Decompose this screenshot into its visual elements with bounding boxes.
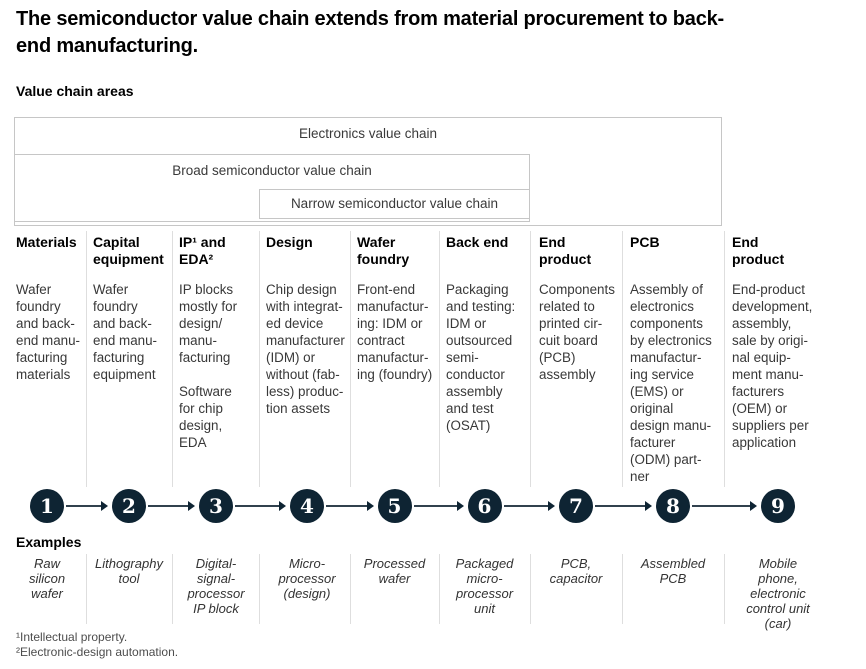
example-text-1: Raw silicon wafer [28,556,66,601]
arrow-head [750,501,757,511]
arrow-line [595,505,647,507]
arrow-right-icon [148,501,195,511]
column-divider [622,231,623,487]
column-description-4: Chip design with integrat- ed device man… [266,282,345,416]
example-divider [350,554,351,624]
page-title: The semiconductor value chain extends fr… [16,8,725,57]
column-header-4: Design [266,234,313,250]
column-divider [530,231,531,487]
column-divider [350,231,351,487]
column-description-8: Assembly of electronics components by el… [630,282,712,484]
arrow-right-icon [503,501,555,511]
step-circle-5: 5 [377,489,412,523]
example-divider [622,554,623,624]
arrow-right-icon [326,501,374,511]
example-text-5: Processed wafer [363,556,426,586]
column-header-2: Capital equipment [93,234,164,267]
broad-semiconductor-value-chain-box: Broad semiconductor value chain [14,154,530,222]
arrow-line [148,505,190,507]
example-text-8: Assembled PCB [640,556,706,586]
narrow-semiconductor-value-chain-label: Narrow semiconductor value chain [290,196,499,211]
step-circle-4: 4 [290,489,324,523]
footnote-intellectual-property: ¹Intellectual property. [16,630,128,644]
example-text-3: Digital- signal- processor IP block [187,556,245,616]
step-circle-3: 3 [199,489,233,523]
column-divider [439,231,440,487]
example-divider [172,554,173,624]
example-text-6: Packaged micro- processor unit [455,556,514,616]
arrow-head [366,501,374,511]
example-divider [724,554,725,624]
examples-label: Examples [16,534,82,550]
arrow-right-icon [235,501,286,511]
example-text-7: PCB, capacitor [549,556,603,586]
column-description-1: Wafer foundry and back- end manu- factur… [16,282,81,382]
column-header-3: IP¹ and EDA² [179,234,226,267]
arrow-line [503,505,550,507]
arrow-head [456,501,464,511]
step-number: 1 [40,494,54,518]
example-divider [530,554,531,624]
column-header-9: End product [732,234,785,267]
step-circle-6: 6 [467,489,502,523]
column-description-3: IP blocks mostly for design/ manu- factu… [179,282,238,450]
column-description-9: End-product development, assembly, sale … [732,282,813,450]
column-description-2: Wafer foundry and back- end manu- factur… [93,282,158,382]
arrow-line [413,505,459,507]
arrow-head [548,501,555,511]
step-number: 6 [477,494,492,518]
arrow-line [326,505,369,507]
arrow-head [101,501,108,511]
value-chain-areas-label: Value chain areas [16,83,134,99]
electronics-value-chain-label: Electronics value chain [298,126,438,141]
column-header-5: Wafer foundry [357,234,410,267]
column-divider [86,231,87,487]
step-circle-7: 7 [559,489,593,523]
column-header-8: PCB [630,234,660,250]
arrow-line [235,505,281,507]
column-description-6: Packaging and testing: IDM or outsourced… [446,282,516,433]
column-header-1: Materials [16,234,77,250]
step-circle-9: 9 [761,489,795,523]
step-circle-8: 8 [656,489,690,523]
arrow-head [645,501,652,511]
example-text-2: Lithography tool [95,556,163,586]
step-number: 3 [209,494,223,518]
column-header-7: End product [539,234,592,267]
column-divider [259,231,260,487]
step-circle-2: 2 [112,489,146,523]
arrow-right-icon [595,501,652,511]
example-divider [439,554,440,624]
step-number: 9 [771,494,785,518]
step-number: 7 [569,494,583,518]
column-divider [172,231,173,487]
step-number: 4 [300,494,314,518]
step-number: 2 [122,494,136,518]
column-description-7: Components related to printed cir- cuit … [539,282,615,382]
column-divider [724,231,725,487]
arrow-head [188,501,195,511]
arrow-right-icon [66,501,108,511]
arrow-line [66,505,103,507]
step-number: 8 [666,494,680,518]
footnote-electronic-design-automation: ²Electronic-design automation. [16,644,179,659]
broad-semiconductor-value-chain-label: Broad semiconductor value chain [172,163,372,178]
example-text-4: Micro- processor (design) [278,556,336,601]
step-circle-1: 1 [30,489,64,523]
arrow-right-icon [692,501,757,511]
step-number: 5 [387,494,402,518]
arrow-right-icon [413,501,464,511]
arrow-line [692,505,752,507]
column-header-6: Back end [446,234,509,250]
column-description-5: Front-end manufactur- ing: IDM or contra… [357,282,433,382]
example-text-9: Mobile phone, electronic control unit (c… [746,556,810,631]
footnotes: ¹Intellectual property. ²Electronic-desi… [16,630,178,659]
example-divider [86,554,87,624]
arrow-head [279,501,286,511]
narrow-semiconductor-value-chain-box: Narrow semiconductor value chain [259,189,530,219]
example-divider [259,554,260,624]
